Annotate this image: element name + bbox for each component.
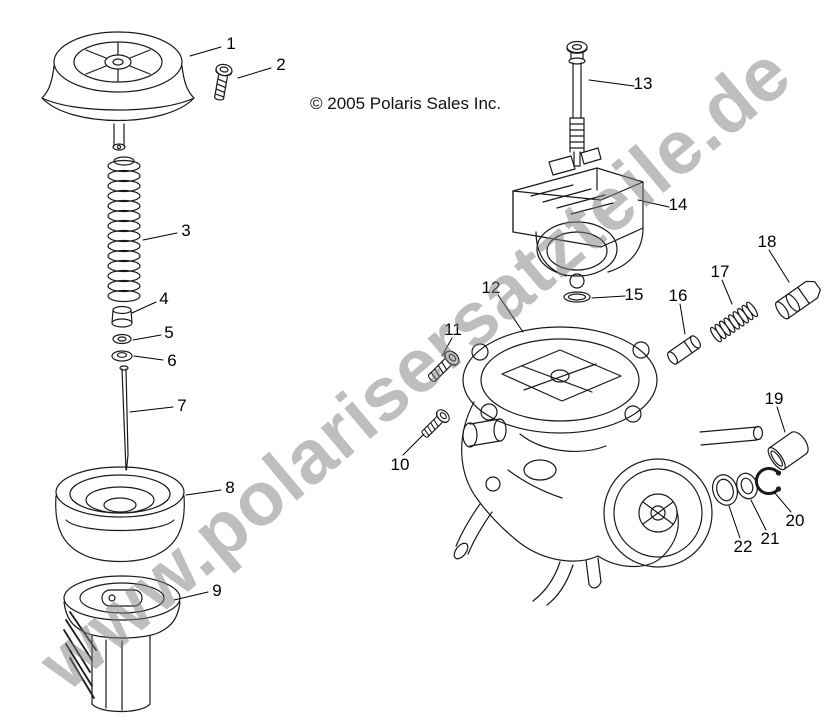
- part-22-callout-number: 22: [734, 537, 753, 556]
- part-8-diaphragm-drawing: [55, 466, 185, 563]
- part-14-callout-number: 14: [669, 195, 688, 214]
- part-3-callout-number: 3: [181, 221, 190, 240]
- part-4-callout-number: 4: [159, 289, 168, 308]
- part-13-leader-line: [588, 79, 635, 87]
- part-19-leader-line: [776, 406, 786, 433]
- part-18-callout-number: 18: [758, 232, 777, 251]
- part-11-leader-line: [441, 337, 453, 357]
- part-7-callout-number: 7: [177, 396, 186, 415]
- part-5-callout-number: 5: [164, 323, 173, 342]
- part-20-callout-number: 20: [786, 511, 805, 530]
- part-5-leader-line: [132, 334, 162, 341]
- part-13-screw-drawing: [566, 40, 588, 167]
- part-17-leader-line: [721, 279, 733, 305]
- part-16-callout-number: 16: [669, 286, 688, 305]
- part-2-leader-line: [237, 67, 272, 79]
- part-16-leader-line: [679, 303, 686, 335]
- part-21-leader-line: [750, 499, 767, 531]
- part-10-leader-line: [402, 433, 425, 456]
- part-8-callout-number: 8: [225, 478, 234, 497]
- part-5-washer-drawing: [112, 333, 132, 345]
- part-12-callout-number: 12: [482, 278, 501, 297]
- part-14-bracket-drawing: [512, 147, 644, 289]
- part-2-callout-number: 2: [276, 55, 285, 74]
- part-19-callout-number: 19: [765, 389, 784, 408]
- part-11-callout-number: 11: [444, 320, 462, 339]
- part-6-retainer-drawing: [111, 350, 133, 362]
- part-7-jet-needle-drawing: [119, 365, 129, 471]
- part-1-cover-drawing: [41, 31, 195, 151]
- part-6-callout-number: 6: [167, 351, 176, 370]
- part-1-leader-line: [189, 46, 222, 57]
- part-16-spacer-drawing: [666, 335, 702, 365]
- part-15-callout-number: 15: [625, 285, 644, 304]
- part-10-callout-number: 10: [391, 455, 410, 474]
- part-17-spring-drawing: [709, 301, 759, 343]
- part-14-leader-line: [637, 199, 670, 208]
- part-15-leader-line: [591, 295, 626, 299]
- part-4-spring-seat-drawing: [111, 305, 133, 328]
- part-15-oring-drawing: [563, 291, 591, 303]
- part-20-leader-line: [773, 491, 792, 513]
- copyright-text: © 2005 Polaris Sales Inc.: [310, 94, 502, 113]
- part-20-circlip-drawing: [754, 467, 782, 495]
- part-18-fitting-drawing: [775, 280, 821, 320]
- part-4-leader-line: [131, 301, 157, 314]
- part-12-carb-flange-drawing: [462, 326, 658, 434]
- part-22-leader-line: [728, 505, 741, 539]
- part-18-leader-line: [768, 249, 790, 283]
- part-12-carb-body-drawing: [453, 401, 764, 606]
- part-17-callout-number: 17: [711, 262, 730, 281]
- part-9-leader-line: [173, 591, 209, 601]
- part-9-callout-number: 9: [212, 581, 221, 600]
- part-2-screw-drawing: [210, 62, 234, 102]
- part-13-callout-number: 13: [634, 74, 653, 93]
- part-1-callout-number: 1: [226, 34, 235, 53]
- part-19-cap-drawing: [767, 431, 809, 471]
- part-7-leader-line: [129, 406, 174, 413]
- part-3-leader-line: [142, 232, 178, 241]
- part-6-leader-line: [133, 355, 164, 361]
- part-21-callout-number: 21: [761, 529, 780, 548]
- part-3-spring-drawing: [107, 156, 141, 303]
- part-12-leader-line: [497, 294, 524, 333]
- part-10-screw-drawing: [418, 406, 453, 441]
- part-8-leader-line: [185, 489, 222, 496]
- part-9-slide-drawing: [63, 575, 181, 713]
- part-22-seal-drawing: [712, 474, 738, 506]
